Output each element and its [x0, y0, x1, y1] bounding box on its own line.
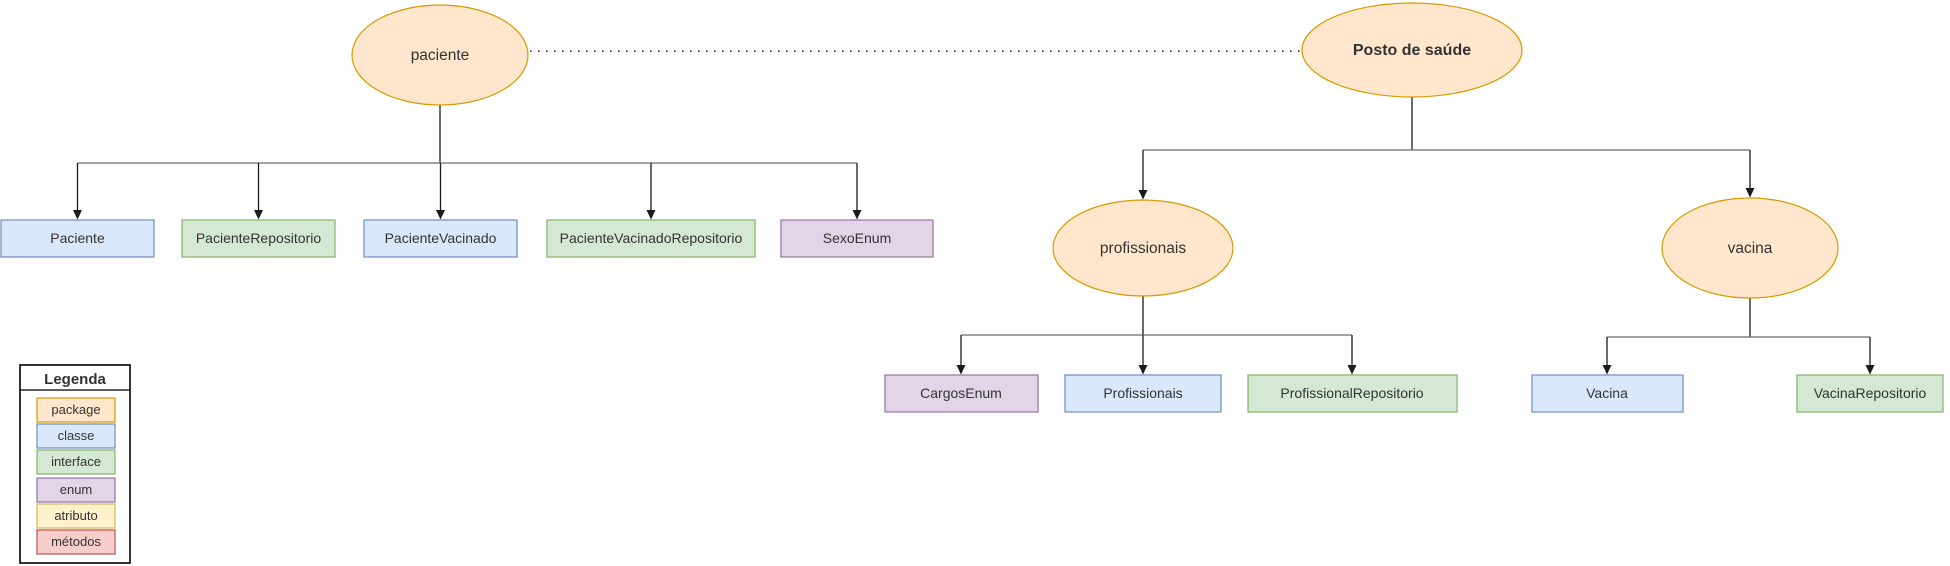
legend-label-atributo: atributo	[54, 508, 97, 523]
legend-swatch-enum	[36, 477, 116, 503]
legend-label-enum: enum	[60, 482, 93, 497]
sexo-enum-box-label: SexoEnum	[823, 230, 891, 246]
legend-swatch-metodos	[36, 529, 116, 555]
legend-item-enum: enum	[36, 477, 116, 503]
arrowhead-vacina	[1745, 188, 1755, 198]
legend-label-classe: classe	[58, 428, 95, 443]
interface-box-paciente-vacinado-repositorio[interactable]: PacienteVacinadoRepositorio	[546, 219, 756, 258]
posto-subtree-connectors	[1138, 97, 1755, 200]
legend-item-metodos: métodos	[36, 529, 116, 555]
paciente-repositorio-box-shape[interactable]	[181, 219, 336, 258]
profissional-repositorio-box-label: ProfissionalRepositorio	[1280, 385, 1423, 401]
arrowhead-profissional-repositorio	[1347, 365, 1357, 375]
paciente-repositorio-box-label: PacienteRepositorio	[196, 230, 322, 246]
posto-ellipse-shape[interactable]	[1301, 2, 1523, 98]
interface-box-profissional-repositorio[interactable]: ProfissionalRepositorio	[1247, 374, 1458, 413]
vacina-box-shape[interactable]	[1531, 374, 1684, 413]
paciente-vacinado-box-shape[interactable]	[363, 219, 518, 258]
class-box-vacina[interactable]: Vacina	[1531, 374, 1684, 413]
legend-item-package: package	[36, 397, 116, 423]
arrowhead-vacina-class	[1602, 365, 1612, 375]
enum-box-sexo-enum[interactable]: SexoEnum	[780, 219, 934, 258]
paciente-box-label: Paciente	[50, 230, 105, 246]
package-ellipse-posto-de-saude[interactable]: Posto de saúde	[1301, 2, 1523, 98]
interface-box-vacina-repositorio[interactable]: VacinaRepositorio	[1796, 374, 1944, 413]
class-box-paciente[interactable]: Paciente	[0, 219, 155, 258]
enum-box-cargos-enum[interactable]: CargosEnum	[884, 374, 1039, 413]
cargos-enum-box-label: CargosEnum	[920, 385, 1002, 401]
legend-item-atributo: atributo	[36, 503, 116, 529]
paciente-box-shape[interactable]	[0, 219, 155, 258]
arrowhead-profissionais-class	[1138, 365, 1148, 375]
arrowhead-vacina-repositorio	[1865, 365, 1875, 375]
profissionais-subtree-connectors	[956, 296, 1357, 375]
class-box-profissionais[interactable]: Profissionais	[1064, 374, 1222, 413]
legend: Legenda package classe interface enum at…	[19, 364, 131, 564]
vacina-ellipse-shape[interactable]	[1661, 197, 1839, 299]
paciente-vacinado-repositorio-box-label: PacienteVacinadoRepositorio	[560, 230, 743, 246]
vacina-subtree-connectors	[1602, 298, 1875, 375]
vacina-repositorio-box-shape[interactable]	[1796, 374, 1944, 413]
legend-swatch-classe	[36, 423, 116, 449]
arrowhead-cargos-enum	[956, 365, 966, 375]
paciente-ellipse-shape[interactable]	[351, 4, 529, 106]
legend-swatch-package	[36, 397, 116, 423]
legend-label-interface: interface	[51, 454, 101, 469]
paciente-vacinado-box-label: PacienteVacinado	[385, 230, 497, 246]
profissionais-ellipse-label: profissionais	[1100, 240, 1186, 257]
arrowhead-paciente-vacinado	[436, 210, 445, 220]
arrowhead-paciente-vacinado-repositorio	[646, 210, 656, 220]
profissionais-box-label: Profissionais	[1103, 385, 1182, 401]
arrowhead-paciente	[73, 210, 82, 220]
legend-swatch-interface	[36, 449, 116, 475]
cargos-enum-box-shape[interactable]	[884, 374, 1039, 413]
legend-title: Legenda	[44, 371, 106, 388]
profissionais-box-shape[interactable]	[1064, 374, 1222, 413]
package-ellipse-vacina[interactable]: vacina	[1661, 197, 1839, 299]
vacina-box-label: Vacina	[1586, 385, 1628, 401]
legend-label-metodos: métodos	[51, 534, 101, 549]
legend-swatch-atributo	[36, 503, 116, 529]
vacina-ellipse-label: vacina	[1728, 240, 1773, 257]
paciente-vacinado-repositorio-box-shape[interactable]	[546, 219, 756, 258]
sexo-enum-box-shape[interactable]	[780, 219, 934, 258]
class-box-paciente-vacinado[interactable]: PacienteVacinado	[363, 219, 518, 258]
interface-box-paciente-repositorio[interactable]: PacienteRepositorio	[181, 219, 336, 258]
paciente-ellipse-label: paciente	[411, 47, 470, 64]
posto-ellipse-label: Posto de saúde	[1353, 42, 1471, 59]
legend-item-classe: classe	[36, 423, 116, 449]
vacina-repositorio-box-label: VacinaRepositorio	[1814, 385, 1927, 401]
package-ellipse-paciente[interactable]: paciente	[351, 4, 529, 106]
arrowhead-sexo-enum	[852, 210, 862, 220]
legend-item-interface: interface	[36, 449, 116, 475]
profissional-repositorio-box-shape[interactable]	[1247, 374, 1458, 413]
legend-label-package: package	[51, 402, 100, 417]
arrowhead-paciente-repositorio	[254, 210, 263, 220]
package-ellipse-profissionais[interactable]: profissionais	[1052, 199, 1234, 297]
arrowhead-profissionais	[1138, 190, 1148, 200]
profissionais-ellipse-shape[interactable]	[1052, 199, 1234, 297]
paciente-subtree-connectors	[73, 105, 862, 220]
